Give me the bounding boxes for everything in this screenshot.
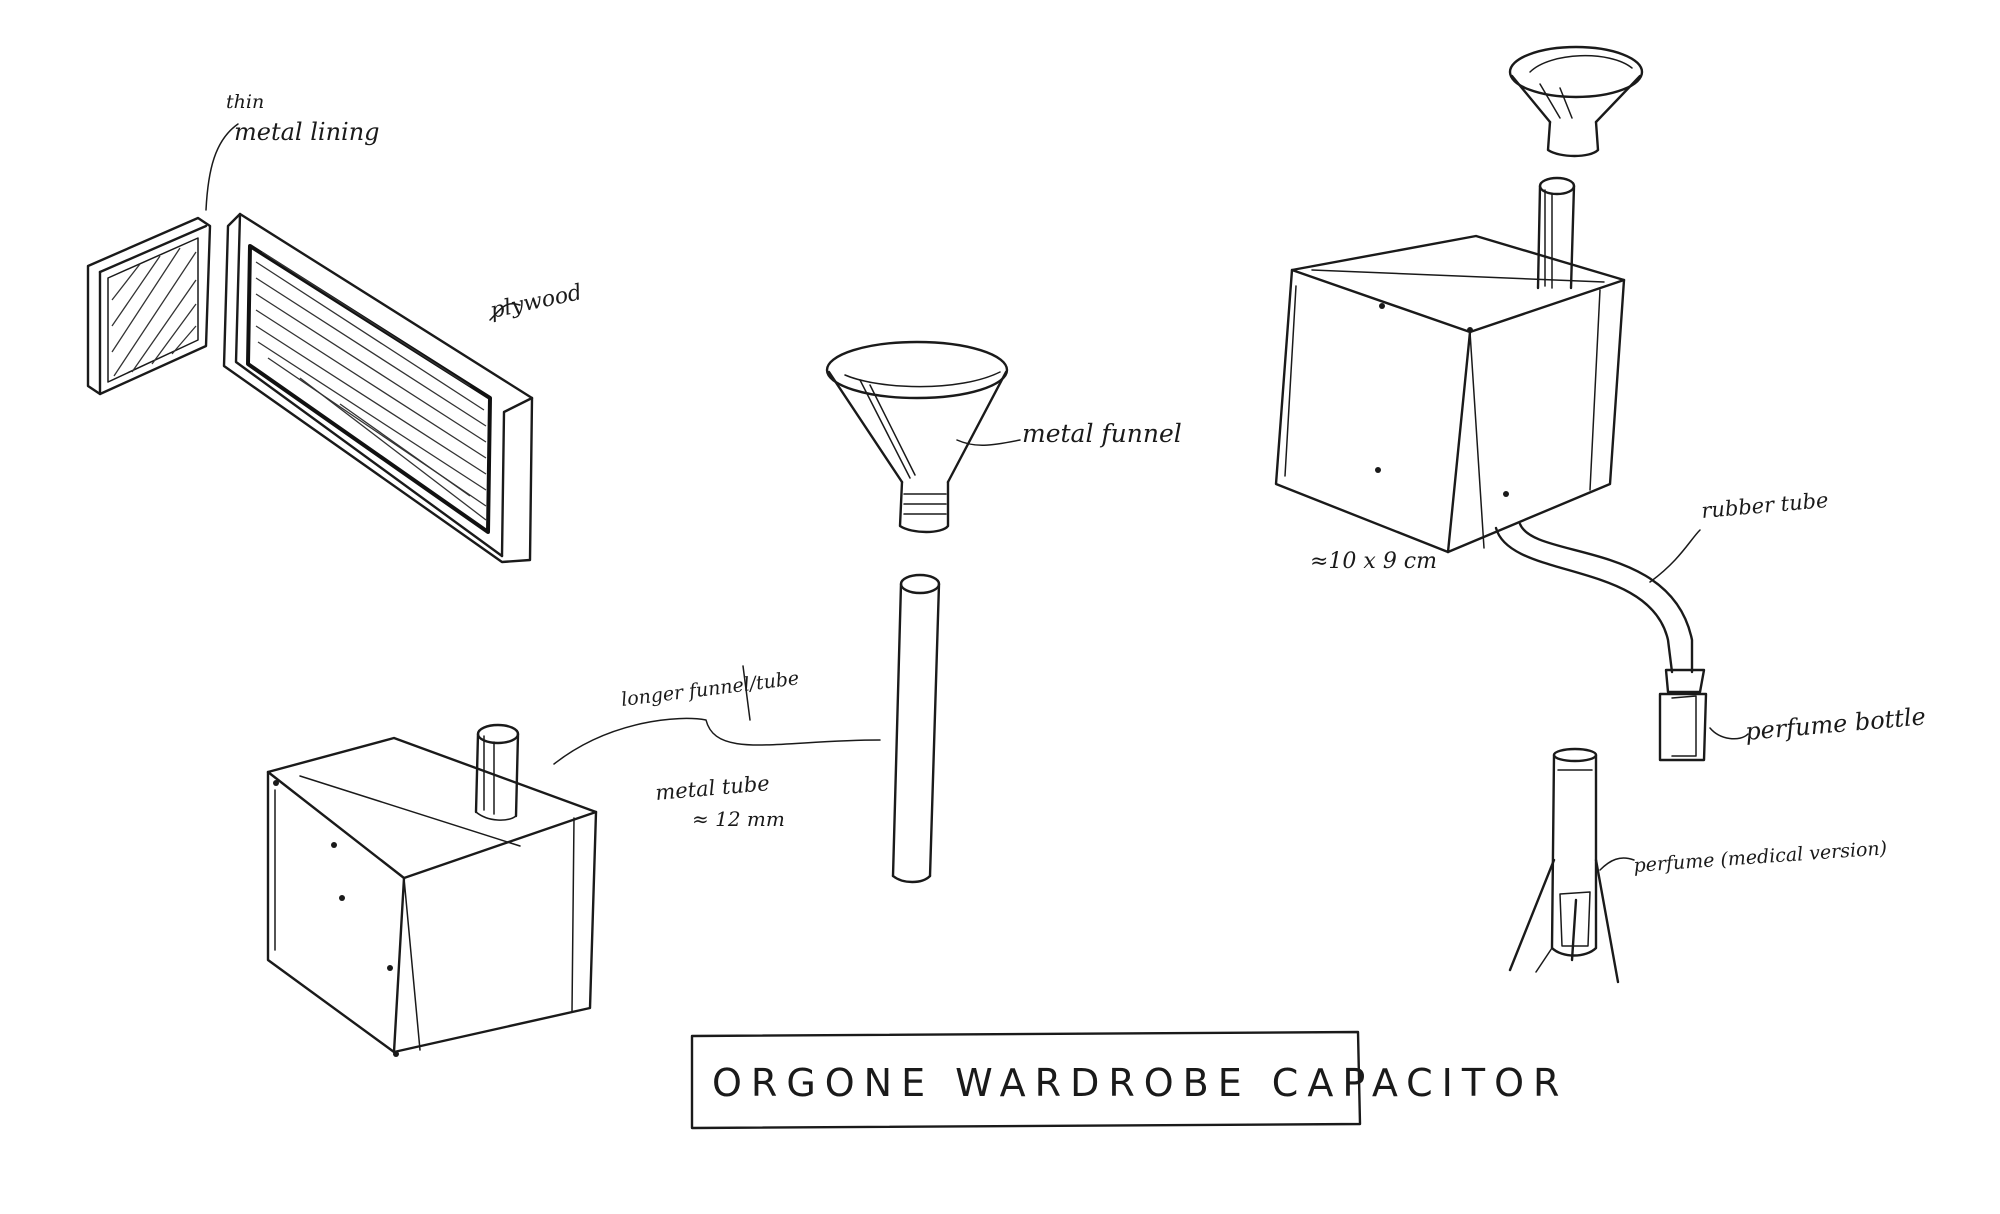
label-plywood: plywood <box>488 280 584 324</box>
label-longer-tube: longer funnel/tube <box>620 667 800 711</box>
label-perfume-bottle: perfume bottle <box>1744 702 1927 746</box>
title-box: ORGONE WARDROBE CAPACITOR <box>690 1030 1568 1130</box>
label-metal-tube: metal tube <box>654 771 770 805</box>
label-metal-lining-thin: thin <box>226 91 264 113</box>
page-title: ORGONE WARDROBE CAPACITOR <box>712 1061 1568 1105</box>
small-box-sketch <box>266 723 598 1057</box>
longer-tube-divider <box>742 665 751 721</box>
label-rubber-tube: rubber tube <box>1700 488 1829 523</box>
perfume-bottle-leader <box>1709 727 1749 740</box>
tube-connector-line <box>553 717 881 765</box>
rubber-tube-leader <box>1649 529 1701 583</box>
metal-funnel-sketch <box>825 340 1009 534</box>
label-box-size: ≈10 x 9 cm <box>1310 549 1437 574</box>
label-tube-size: ≈ 12 mm <box>692 807 785 831</box>
medical-perfume-sketch <box>1508 747 1620 984</box>
metal-lining-panel <box>86 216 212 396</box>
large-box-sketch <box>1274 234 1694 674</box>
label-metal-funnel: metal funnel <box>1022 419 1182 448</box>
metal-lining-leader <box>205 123 239 211</box>
plywood-frame <box>222 212 534 564</box>
plywood-leader <box>489 303 521 321</box>
perfume-bottle-sketch <box>1658 668 1708 762</box>
metal-funnel-leader <box>956 439 1021 447</box>
top-tube-sketch <box>1536 176 1576 290</box>
top-funnel-sketch <box>1508 45 1644 158</box>
label-metal-lining: metal lining <box>234 118 380 146</box>
medical-perfume-leader <box>1599 857 1635 871</box>
metal-tube-sketch <box>891 573 941 884</box>
label-perfume-medical: perfume (medical version) <box>1633 837 1888 877</box>
